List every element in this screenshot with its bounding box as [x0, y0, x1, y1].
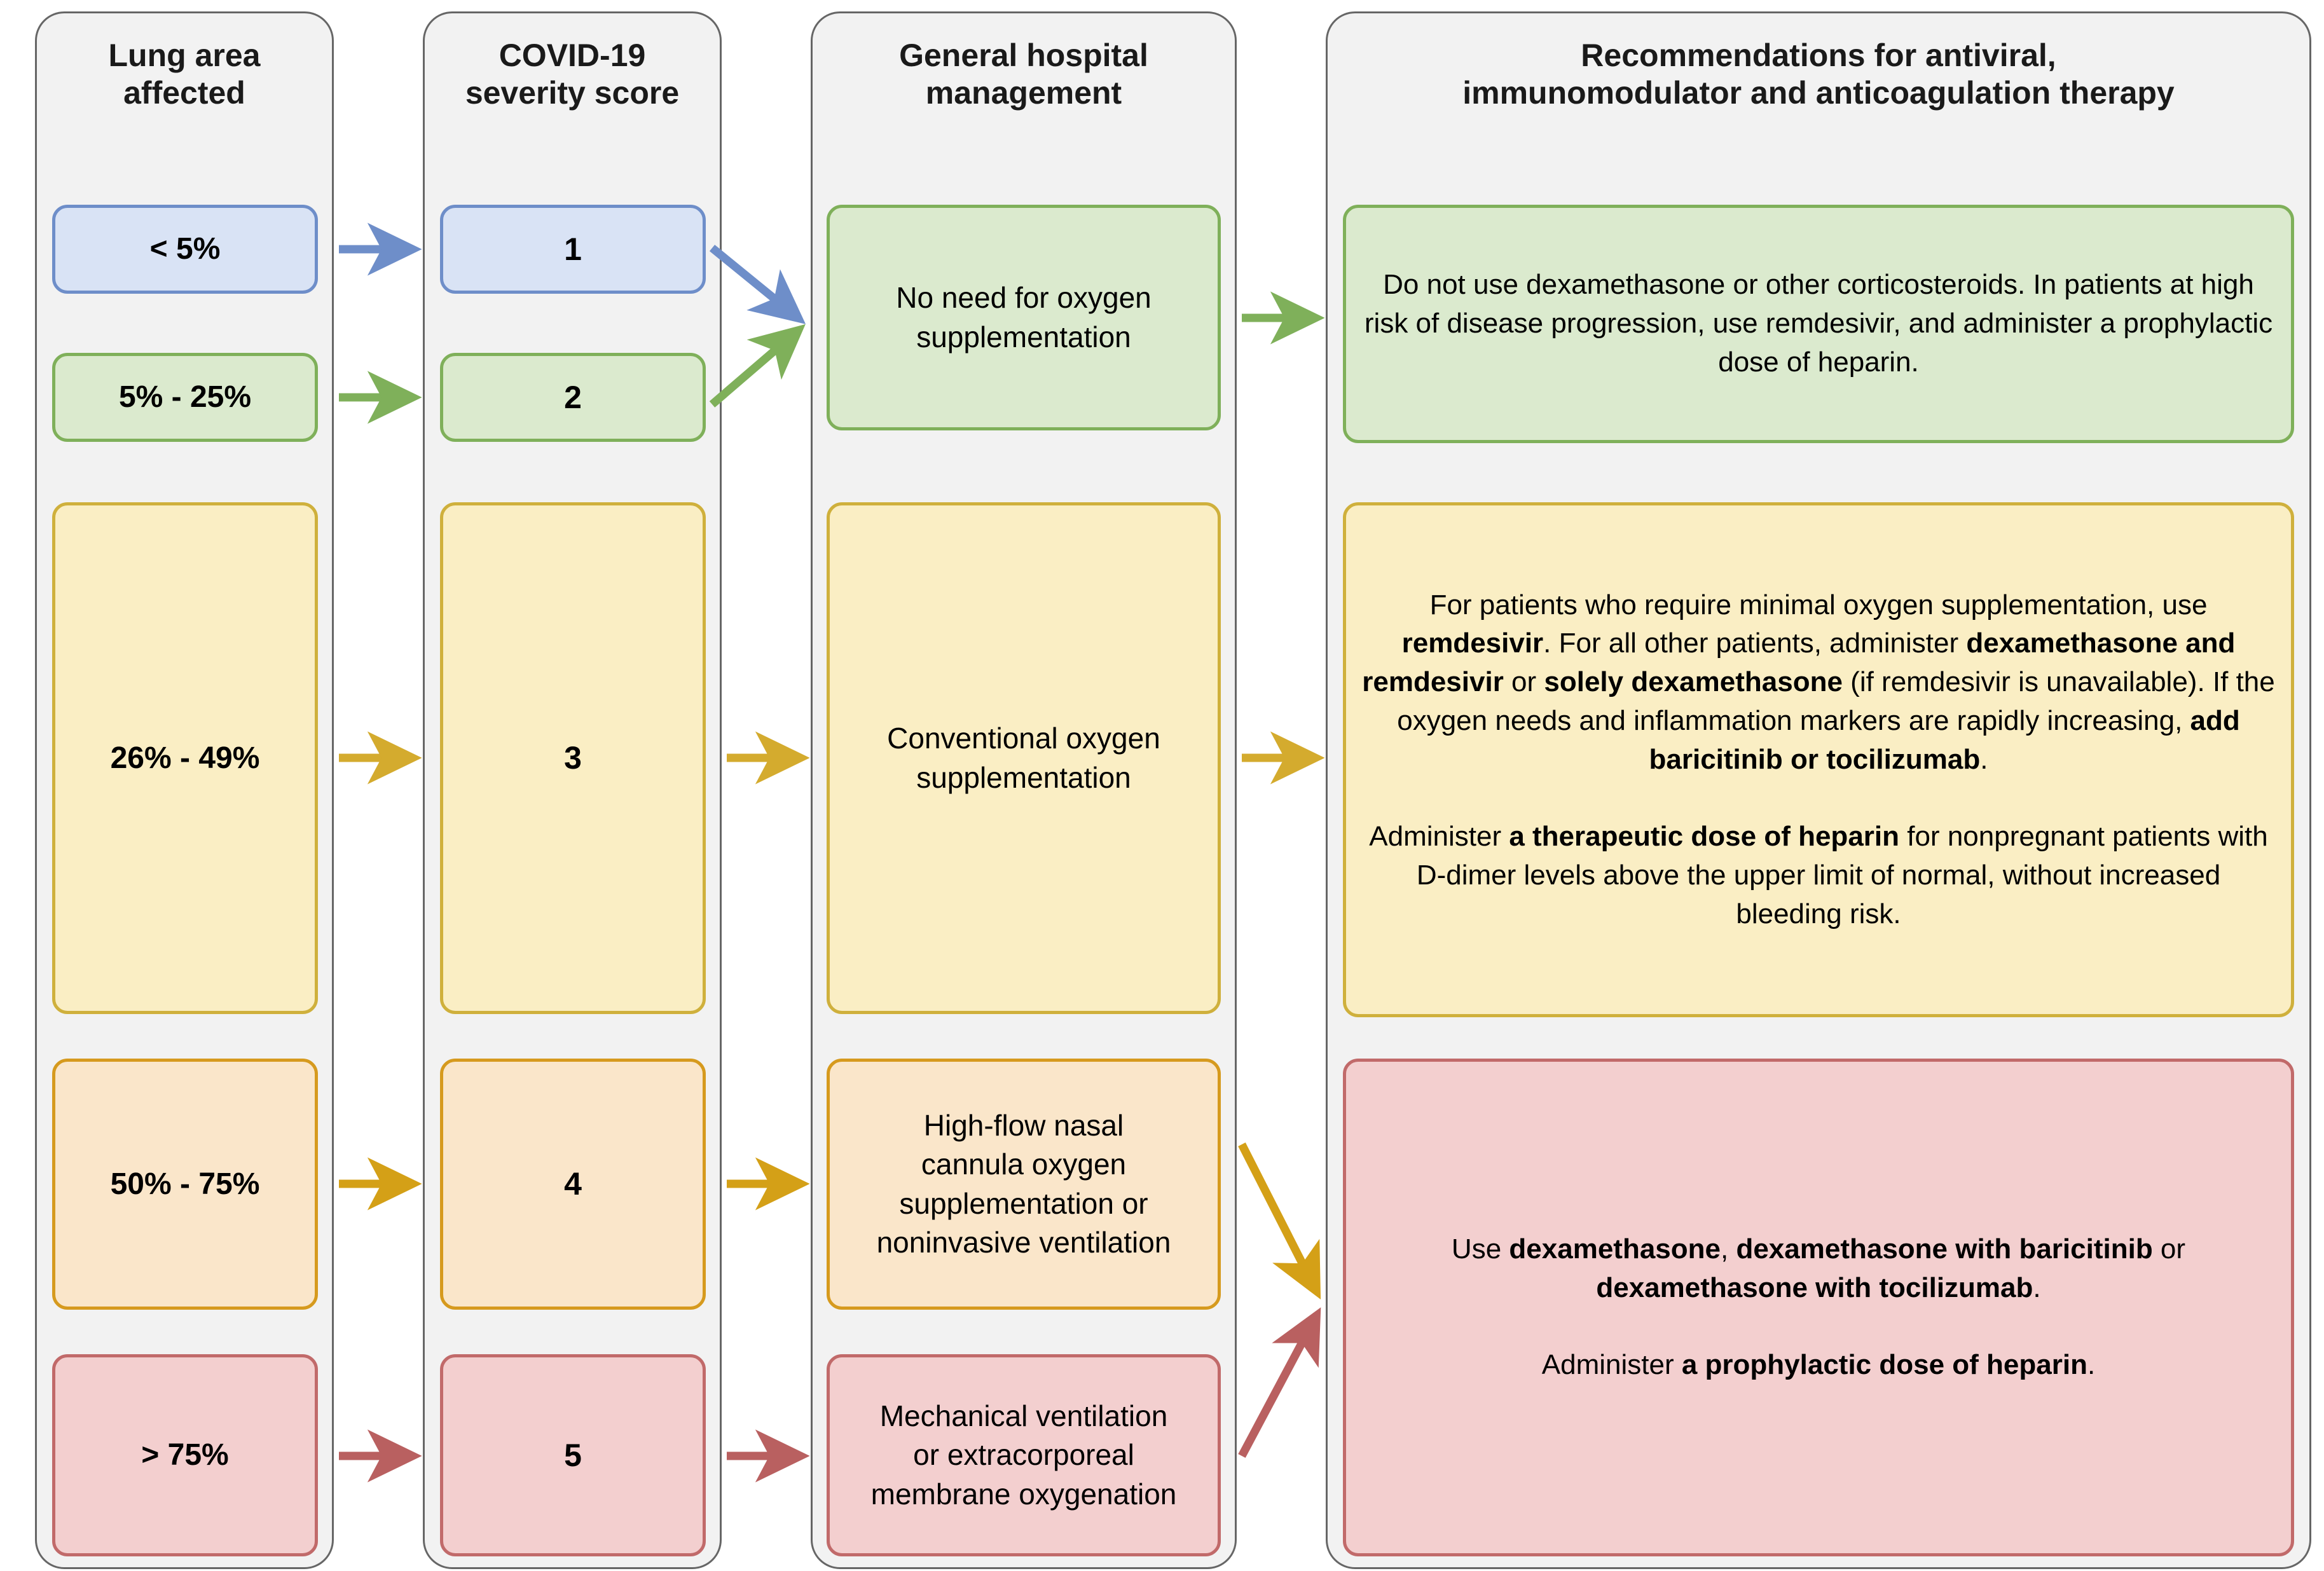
hospital-management-label-2: Conventional oxygen supplementation — [887, 722, 1160, 794]
arrow-score1-to-mgmt — [709, 244, 806, 324]
hospital-management-box-1[interactable]: No need for oxygen supplementation — [827, 205, 1221, 430]
hospital-management-label-4: Mechanical ventilation or extracorporeal… — [870, 1399, 1177, 1511]
hospital-management-label-3: High-flow nasal cannula oxygen supplemen… — [876, 1109, 1171, 1259]
lung-area-box-3[interactable]: 26% - 49% — [52, 502, 318, 1014]
column-title-severity-score: COVID-19 severity score — [465, 38, 680, 111]
lung-area-box-5[interactable]: > 75% — [52, 1354, 318, 1556]
recommendation-text-yellow: For patients who require minimal oxygen … — [1362, 589, 2275, 930]
severity-score-box-5[interactable]: 5 — [440, 1354, 706, 1556]
column-title-hospital-management: General hospital management — [899, 38, 1148, 111]
severity-score-box-3[interactable]: 3 — [440, 502, 706, 1014]
severity-score-box-1[interactable]: 1 — [440, 205, 706, 294]
severity-score-label-5: 5 — [564, 1437, 582, 1473]
recommendation-box-yellow[interactable]: For patients who require minimal oxygen … — [1343, 502, 2294, 1017]
lung-area-label-3: 26% - 49% — [110, 741, 260, 775]
lung-area-label-1: < 5% — [149, 232, 221, 266]
arrow-mgmt-to-rec-red — [1238, 1307, 1321, 1458]
severity-score-label-2: 2 — [564, 379, 582, 415]
hospital-management-box-3[interactable]: High-flow nasal cannula oxygen supplemen… — [827, 1059, 1221, 1310]
lung-area-box-1[interactable]: < 5% — [52, 205, 318, 294]
lung-area-box-2[interactable]: 5% - 25% — [52, 353, 318, 442]
severity-score-box-4[interactable]: 4 — [440, 1059, 706, 1310]
recommendation-text-green: Do not use dexamethasone or other cortic… — [1364, 269, 2273, 378]
lung-area-label-2: 5% - 25% — [118, 380, 252, 415]
arrow-mgmt-to-rec-orange — [1238, 1142, 1321, 1300]
hospital-management-box-2[interactable]: Conventional oxygen supplementation — [827, 502, 1221, 1014]
hospital-management-label-1: No need for oxygen supplementation — [896, 281, 1152, 353]
hospital-management-box-4[interactable]: Mechanical ventilation or extracorporeal… — [827, 1354, 1221, 1556]
arrow-score2-to-mgmt — [709, 324, 806, 408]
lung-area-label-5: > 75% — [141, 1438, 229, 1472]
recommendation-box-red[interactable]: Use dexamethasone, dexamethasone with ba… — [1343, 1059, 2294, 1556]
severity-score-label-3: 3 — [564, 740, 582, 776]
lung-area-label-4: 50% - 75% — [110, 1167, 260, 1201]
recommendation-box-green[interactable]: Do not use dexamethasone or other cortic… — [1343, 205, 2294, 443]
recommendation-text-red: Use dexamethasone, dexamethasone with ba… — [1451, 1233, 2186, 1381]
column-title-recommendations: Recommendations for antiviral, immunomod… — [1462, 38, 2175, 111]
severity-score-label-1: 1 — [564, 231, 582, 267]
severity-score-label-4: 4 — [564, 1166, 582, 1202]
severity-score-box-2[interactable]: 2 — [440, 353, 706, 442]
lung-area-box-4[interactable]: 50% - 75% — [52, 1059, 318, 1310]
column-title-lung-area: Lung area affected — [108, 38, 261, 111]
